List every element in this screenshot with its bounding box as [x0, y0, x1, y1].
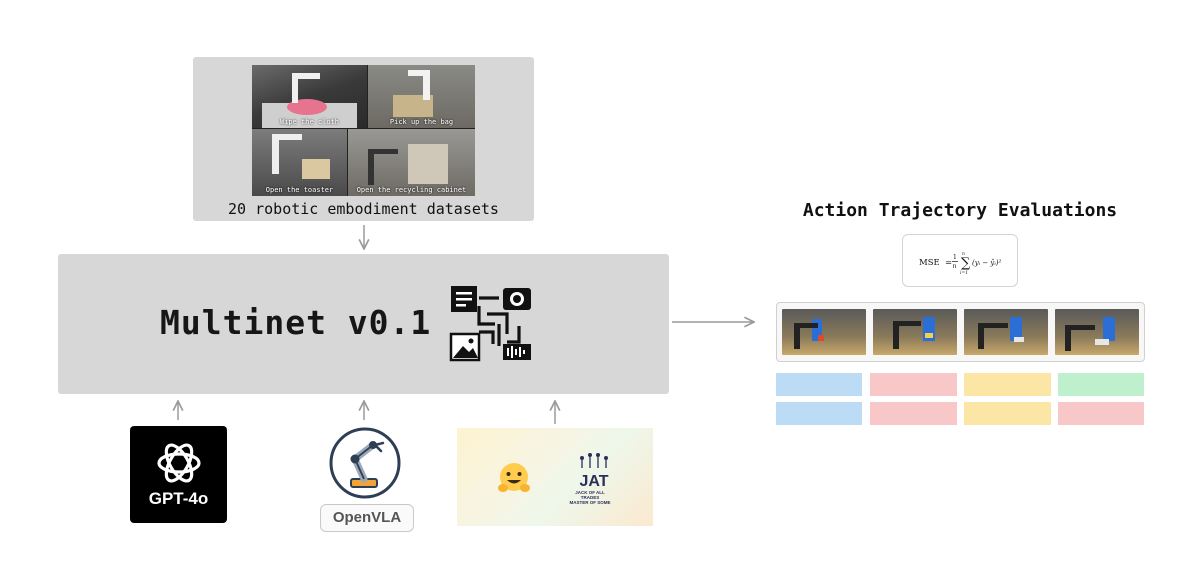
caption-open-toaster: Open the toaster [265, 186, 334, 194]
multinet-block [58, 254, 669, 394]
jat-subtitle: JACK OF ALL TRADES MASTER OF SOME [566, 490, 614, 505]
robot-scene-icon [272, 134, 330, 179]
huggingface-jat-logo: JAT JACK OF ALL TRADES MASTER OF SOME [457, 428, 653, 526]
dataset-photo-grid: Wipe the cloth Pick up the bag Open the … [252, 65, 475, 196]
trajectory-frame [1055, 309, 1139, 355]
result-cell [964, 373, 1051, 396]
result-cell [1058, 373, 1144, 396]
gpt-4o-label: GPT-4o [148, 489, 209, 508]
photo-open-recycling-cabinet: Open the recycling cabinet [348, 129, 475, 196]
robot-scene-icon [978, 317, 1024, 349]
gpt-4o-logo [130, 426, 227, 523]
jat-subtitle-1: JACK OF ALL TRADES [575, 490, 605, 500]
robot-scene-icon [393, 70, 433, 117]
result-cell [870, 402, 957, 425]
result-cell [870, 373, 957, 396]
photo-wipe-cloth: Wipe the cloth [252, 65, 367, 128]
jat-subtitle-2: MASTER OF SOME [569, 500, 611, 505]
robot-scene-icon [1065, 317, 1115, 351]
caption-open-recycling-cabinet: Open the recycling cabinet [356, 186, 467, 194]
mse-formula: MSE = 1 n ∑ n i=1 (yᵢ − ŷᵢ)² [919, 252, 1002, 276]
openai-knot-icon [157, 443, 201, 483]
svg-text:n: n [953, 263, 957, 270]
photo-pick-bag: Pick up the bag [368, 65, 475, 128]
trajectory-frame-strip [776, 302, 1145, 362]
svg-text:=: = [945, 258, 952, 268]
robot-arm-icon [329, 427, 401, 499]
robot-scene-icon [262, 73, 357, 128]
trajectory-frame [964, 309, 1048, 355]
caption-wipe-cloth: Wipe the cloth [279, 118, 339, 126]
svg-text:(yᵢ − ŷᵢ)²: (yᵢ − ŷᵢ)² [972, 259, 1002, 267]
dataset-title: 20 robotic embodiment datasets [228, 200, 499, 218]
result-cell [964, 402, 1051, 425]
result-cell [776, 402, 862, 425]
robot-scene-icon [368, 144, 448, 185]
svg-text:n: n [962, 252, 965, 257]
jat-label: JAT [579, 473, 608, 490]
photo-open-toaster: Open the toaster [252, 129, 347, 196]
jat-network-icon: JAT [579, 453, 609, 490]
robot-scene-icon [893, 317, 935, 349]
evaluation-title: Action Trajectory Evaluations [802, 200, 1118, 221]
robot-scene-icon [794, 319, 824, 349]
svg-text:i=1: i=1 [960, 270, 968, 276]
result-cell [776, 373, 862, 396]
mse-label: MSE [919, 258, 940, 268]
svg-text:∑: ∑ [961, 256, 971, 271]
trajectory-frame [782, 309, 866, 355]
trajectory-frame [873, 309, 957, 355]
caption-pick-bag: Pick up the bag [389, 118, 454, 126]
mse-formula-box: MSE = 1 n ∑ n i=1 (yᵢ − ŷᵢ)² [902, 234, 1018, 287]
result-cell [1058, 402, 1144, 425]
multinet-title: Multinet v0.1 [160, 303, 432, 342]
openvla-label: OpenVLA [320, 504, 414, 532]
multimodal-data-icon [449, 286, 531, 362]
hugging-face-emoji-icon [498, 463, 530, 492]
svg-text:1: 1 [953, 254, 957, 261]
